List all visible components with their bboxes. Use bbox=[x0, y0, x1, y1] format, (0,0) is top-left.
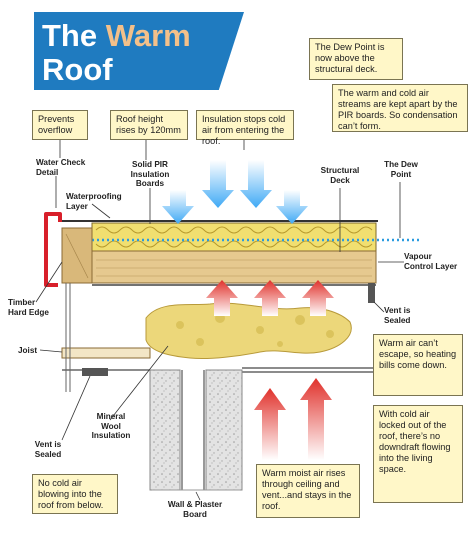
right-vent-seal bbox=[368, 283, 375, 303]
label-vapour-control: Vapour Control Layer bbox=[404, 252, 458, 271]
water-check-trim bbox=[44, 212, 62, 287]
label-waterproofing: Waterproofing Layer bbox=[66, 192, 122, 211]
callout-streams: The warm and cold air streams are kept a… bbox=[332, 84, 468, 132]
label-joist: Joist bbox=[18, 346, 38, 355]
left-vent-seal bbox=[82, 368, 108, 376]
wall-right-block bbox=[205, 369, 243, 491]
callout-dew-point: The Dew Point is now above the structura… bbox=[309, 38, 403, 80]
title-banner: The Warm Roof bbox=[34, 12, 244, 90]
structural-deck bbox=[91, 250, 377, 284]
callout-warm-moist-air: Warm moist air rises through ceiling and… bbox=[256, 464, 360, 518]
label-timber-edge: Timber Hard Edge bbox=[8, 298, 49, 317]
cold-air-arrow bbox=[162, 160, 308, 224]
wall-left-block bbox=[149, 369, 181, 491]
callout-roof-height: Roof height rises by 120mm bbox=[110, 110, 188, 140]
pir-texture bbox=[95, 226, 373, 248]
pir-insulation-board bbox=[91, 222, 377, 252]
title-line-1: The Warm bbox=[42, 20, 191, 52]
label-solid-pir: Solid PIR Insulation Boards bbox=[130, 160, 170, 188]
title-word-warm: Warm bbox=[105, 18, 191, 53]
callout-cold-air-locked: With cold air locked out of the roof, th… bbox=[373, 405, 463, 503]
callout-no-cold-air: No cold air blowing into the roof from b… bbox=[32, 474, 118, 514]
callout-prevents-overflow: Prevents overflow bbox=[32, 110, 88, 140]
title-line-2: Roof bbox=[42, 52, 113, 87]
deck-grain bbox=[96, 259, 372, 277]
title-word-the: The bbox=[42, 18, 98, 53]
label-vent-sealed-left: Vent is Sealed bbox=[34, 440, 62, 459]
label-mineral-wool: Mineral Wool Insulation bbox=[91, 412, 131, 440]
joist bbox=[61, 347, 151, 359]
callout-warm-air-escape: Warm air can’t escape, so heating bills … bbox=[373, 334, 463, 396]
label-vent-sealed-right: Vent is Sealed bbox=[384, 306, 411, 325]
callout-insulation-stops: Insulation stops cold air from entering … bbox=[196, 110, 294, 146]
label-structural-deck: Structural Deck bbox=[320, 166, 360, 185]
label-water-check: Water Check Detail bbox=[36, 158, 86, 177]
leader-lines bbox=[35, 124, 404, 501]
label-wall-plaster: Wall & Plaster Board bbox=[167, 500, 223, 519]
warm-air-arrow bbox=[206, 280, 334, 460]
label-the-dew-point: The Dew Point bbox=[384, 160, 418, 179]
